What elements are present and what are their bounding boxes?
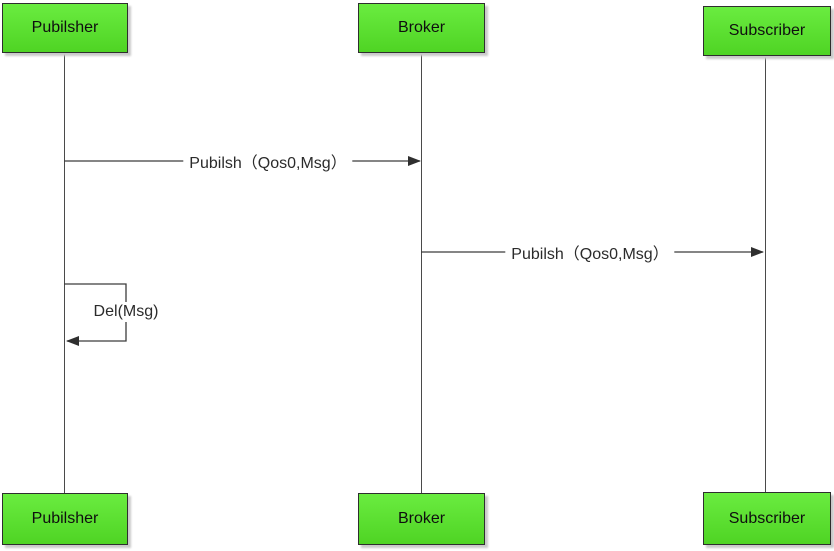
actor-box-broker-bottom: Broker (358, 493, 485, 545)
actor-box-broker-top: Broker (358, 3, 485, 53)
lifeline-broker (421, 53, 422, 493)
actor-label-publisher-top: Pubilsher (31, 19, 99, 36)
actor-box-publisher-top: Pubilsher (2, 3, 128, 53)
actor-label-broker-top: Broker (397, 19, 446, 36)
message-label-del-msg: Del(Msg) (87, 302, 165, 322)
actor-box-subscriber-top: Subscriber (703, 6, 831, 56)
actor-label-subscriber-bottom: Subscriber (728, 509, 806, 527)
actor-box-publisher-bottom: Pubilsher (2, 493, 128, 545)
actor-label-broker-bottom: Broker (397, 510, 446, 527)
message-label-publish-broker: Pubilsh（Qos0,Msg） (183, 148, 353, 174)
actor-label-subscriber-top: Subscriber (728, 22, 806, 39)
lifeline-publisher (64, 53, 65, 493)
actor-box-subscriber-bottom: Subscriber (703, 492, 831, 545)
message-label-publish-subscriber: Pubilsh（Qos0,Msg） (505, 239, 675, 265)
actor-label-publisher-bottom: Pubilsher (31, 510, 99, 527)
lifeline-subscriber (765, 56, 766, 492)
